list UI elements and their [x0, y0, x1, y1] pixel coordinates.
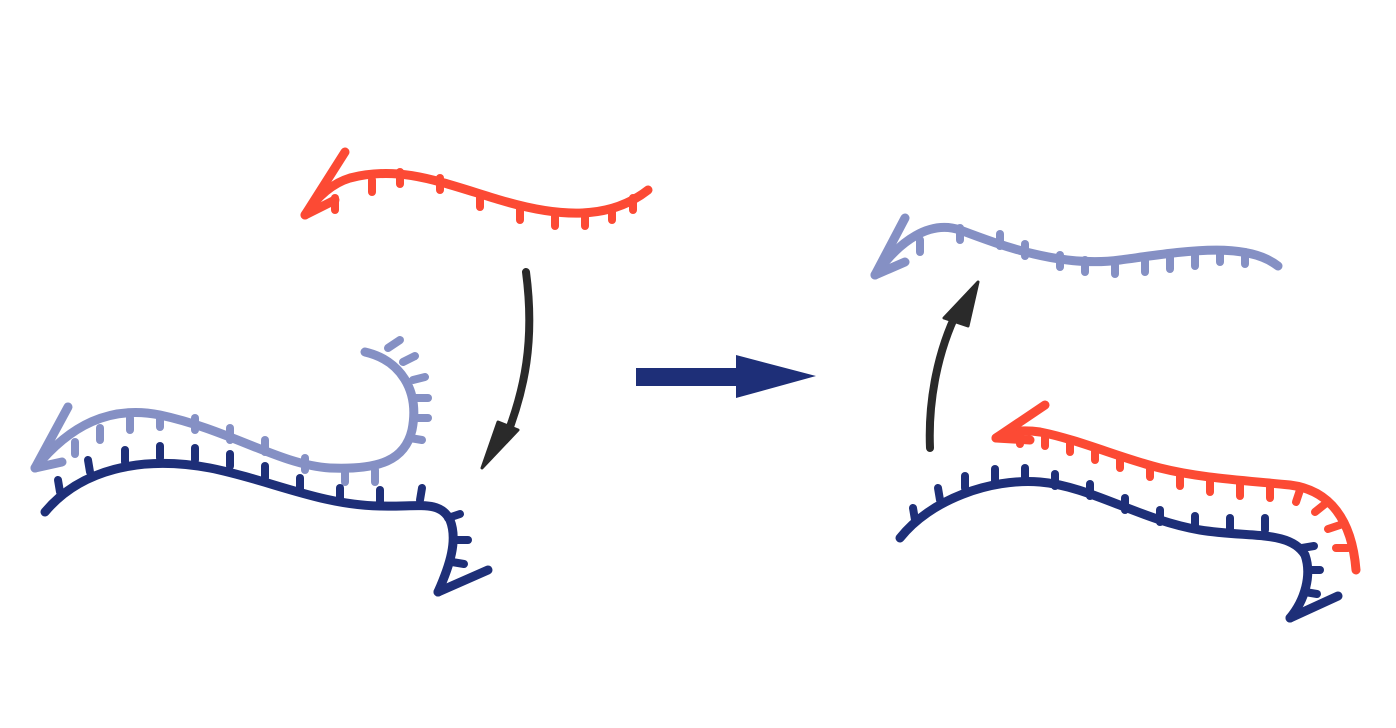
- displaced-strand-base-tick: [406, 434, 426, 444]
- binding-arrow-shaft: [501, 268, 534, 444]
- release-arrow-shaft: [925, 306, 962, 452]
- template-strand-base-tick: [448, 558, 468, 568]
- panel-after: [870, 213, 1361, 623]
- displaced-strand-end-mark: [30, 402, 73, 473]
- displaced-strand-base-tick: [399, 352, 419, 366]
- template-strand-base-tick: [444, 510, 464, 522]
- template-strand-base-tick: [54, 476, 64, 496]
- reaction-arrow: [636, 355, 816, 398]
- template-strand-backbone: [895, 477, 1313, 623]
- displaced-strand-base-tick: [409, 373, 429, 384]
- panel-before: [30, 147, 653, 597]
- displaced-strand-after: [870, 213, 1283, 280]
- template-strand-base-tick: [84, 456, 94, 476]
- binding-arrow: [480, 268, 534, 470]
- displaced-strand-backbone: [30, 347, 419, 473]
- invading-strand-after: [991, 400, 1361, 575]
- reaction-arrow-shape: [636, 355, 816, 398]
- invading-strand-backbone: [991, 426, 1361, 575]
- template-strand-backbone: [40, 458, 458, 597]
- displaced-strand-base-tick: [384, 336, 404, 352]
- template-strand-base-tick: [934, 484, 944, 504]
- template-strand-after: [895, 464, 1343, 623]
- invading-strand-base-tick: [1311, 500, 1329, 516]
- arrows-layer: [480, 268, 980, 470]
- displaced-strand-before: [30, 336, 432, 486]
- template-strand-end-mark: [433, 565, 493, 597]
- template-strand-end-mark: [1285, 591, 1343, 623]
- invading-strand-base-tick: [1292, 486, 1304, 506]
- template-strand-base-tick: [1301, 588, 1321, 598]
- release-arrow: [925, 280, 980, 452]
- template-strand-base-tick: [909, 504, 919, 524]
- invading-strand-end-mark: [300, 147, 350, 220]
- displaced-strand-backbone: [870, 222, 1283, 280]
- invading-strand-before: [300, 147, 653, 230]
- invading-strand-base-tick: [1324, 521, 1344, 533]
- binding-arrow-head: [480, 420, 520, 470]
- template-strand-base-tick: [416, 484, 426, 504]
- invading-strand-backbone: [300, 168, 653, 220]
- template-strand-base-tick: [1298, 542, 1318, 552]
- template-strand-before: [40, 442, 493, 597]
- displaced-strand-end-mark: [870, 213, 910, 280]
- release-arrow-head: [942, 280, 980, 328]
